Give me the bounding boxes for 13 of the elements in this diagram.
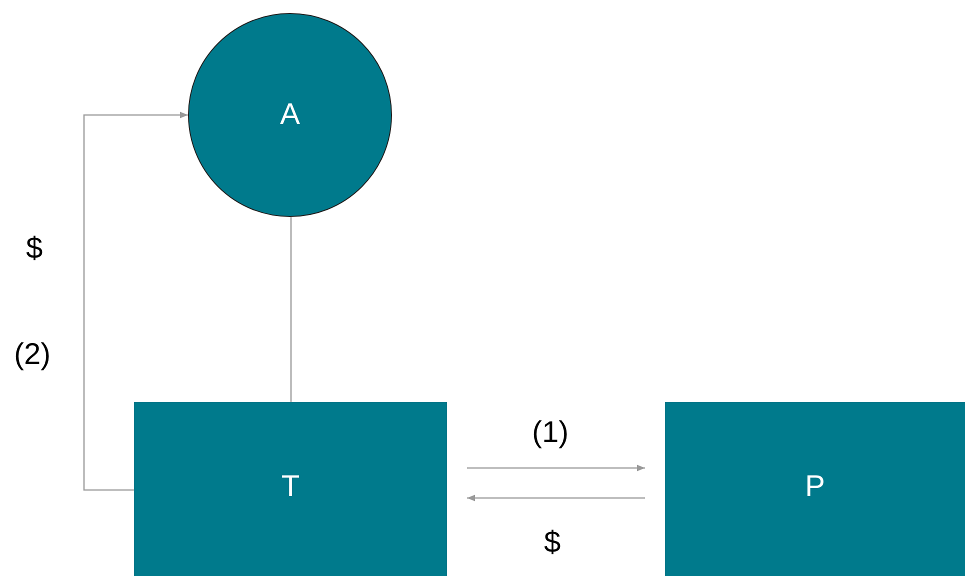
connector-line (290, 217, 292, 402)
node-label: P (804, 470, 825, 504)
arrow (83, 112, 188, 491)
arrow (467, 464, 645, 472)
arrow (467, 494, 645, 502)
node-label: A (280, 98, 300, 132)
edge-label: (1) (532, 418, 569, 448)
annotation-label: $ (26, 234, 43, 264)
process-box (134, 402, 447, 576)
annotation-label: (2) (14, 340, 51, 370)
process-box (665, 402, 965, 576)
node-label: T (281, 470, 300, 504)
edge-label: $ (544, 528, 561, 558)
